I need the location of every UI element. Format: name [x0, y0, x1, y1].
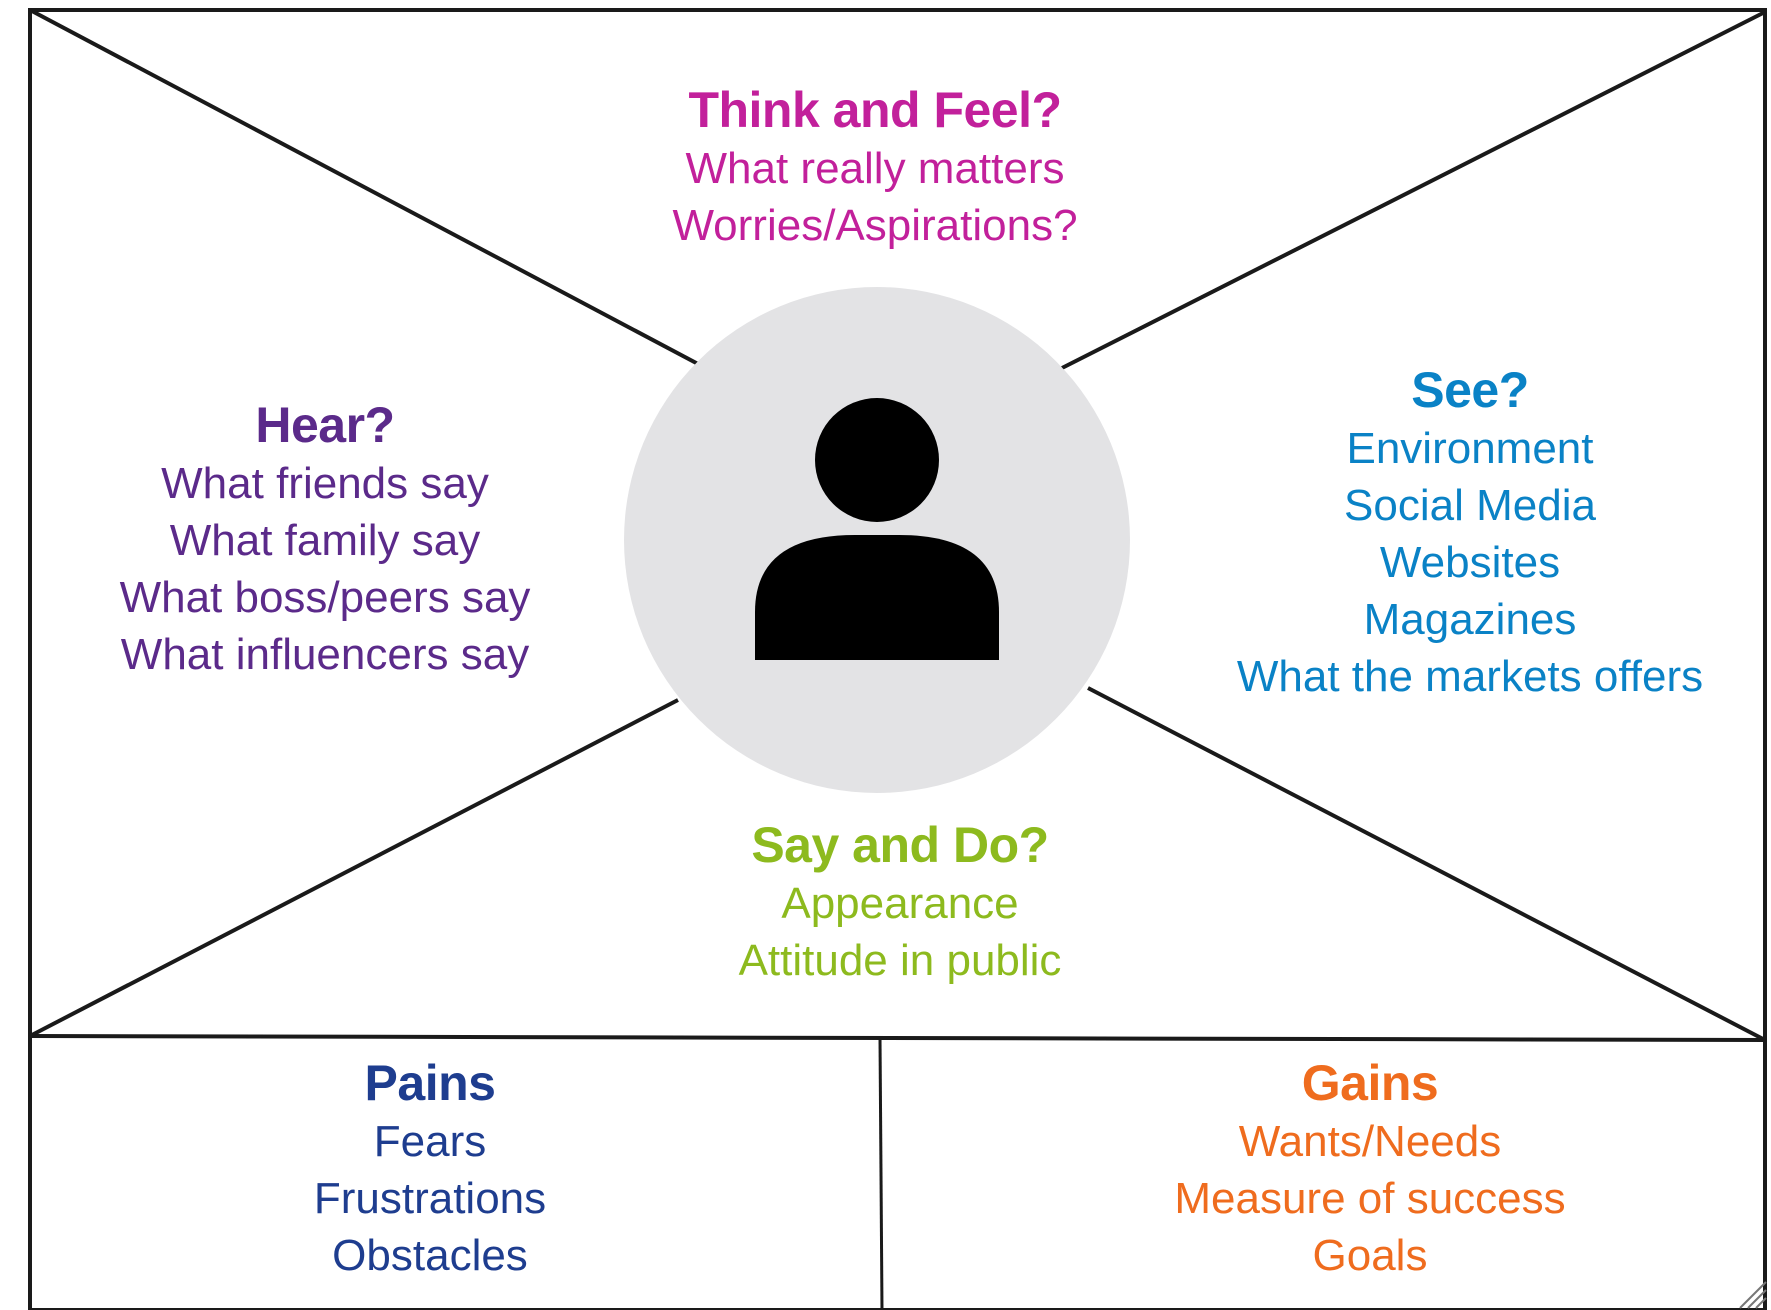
- vertical-divider: [878, 1037, 884, 1310]
- hear-section: Hear? What friends say What family say W…: [60, 395, 590, 683]
- say-item: Attitude in public: [738, 936, 1062, 985]
- think-and-feel-section: Think and Feel? What really matters Worr…: [560, 80, 1190, 254]
- pains-item: Fears: [373, 1117, 487, 1166]
- person-icon: [755, 398, 999, 660]
- think-item: Worries/Aspirations?: [672, 201, 1078, 250]
- outer-frame: [28, 8, 1767, 1310]
- say-and-do-heading: Say and Do?: [751, 817, 1049, 873]
- pains-item: Obstacles: [332, 1231, 528, 1280]
- say-item: Appearance: [781, 879, 1019, 928]
- corner-hatch: [1739, 1281, 1767, 1309]
- see-item: Environment: [1346, 424, 1594, 473]
- think-and-feel-heading: Think and Feel?: [688, 82, 1062, 138]
- gains-heading: Gains: [1301, 1055, 1439, 1111]
- gains-section: Gains Wants/Needs Measure of success Goa…: [1100, 1053, 1640, 1284]
- horizontal-divider: [29, 1034, 1766, 1042]
- pains-item: Frustrations: [313, 1174, 547, 1223]
- diagonal-bottom-left: [29, 698, 679, 1038]
- hear-item: What boss/peers say: [119, 573, 531, 622]
- see-item: What the markets offers: [1236, 652, 1704, 701]
- see-item: Magazines: [1363, 595, 1577, 644]
- see-item: Social Media: [1344, 481, 1596, 530]
- hear-item: What friends say: [161, 459, 489, 508]
- diagonal-top-right: [1061, 10, 1766, 370]
- pains-section: Pains Fears Frustrations Obstacles: [180, 1053, 680, 1284]
- gains-item: Measure of success: [1174, 1174, 1566, 1223]
- hear-item: What influencers say: [120, 630, 530, 679]
- hear-item: What family say: [169, 516, 481, 565]
- gains-item: Goals: [1312, 1231, 1428, 1280]
- diagonal-bottom-right: [1087, 686, 1766, 1042]
- gains-item: Wants/Needs: [1238, 1117, 1502, 1166]
- pains-heading: Pains: [364, 1055, 496, 1111]
- hear-heading: Hear?: [255, 397, 395, 453]
- see-item: Websites: [1379, 538, 1561, 587]
- think-item: What really matters: [685, 144, 1065, 193]
- say-and-do-section: Say and Do? Appearance Attitude in publi…: [640, 815, 1160, 989]
- see-section: See? Environment Social Media Websites M…: [1190, 360, 1750, 705]
- diagonal-top-left: [29, 8, 701, 367]
- see-heading: See?: [1411, 362, 1529, 418]
